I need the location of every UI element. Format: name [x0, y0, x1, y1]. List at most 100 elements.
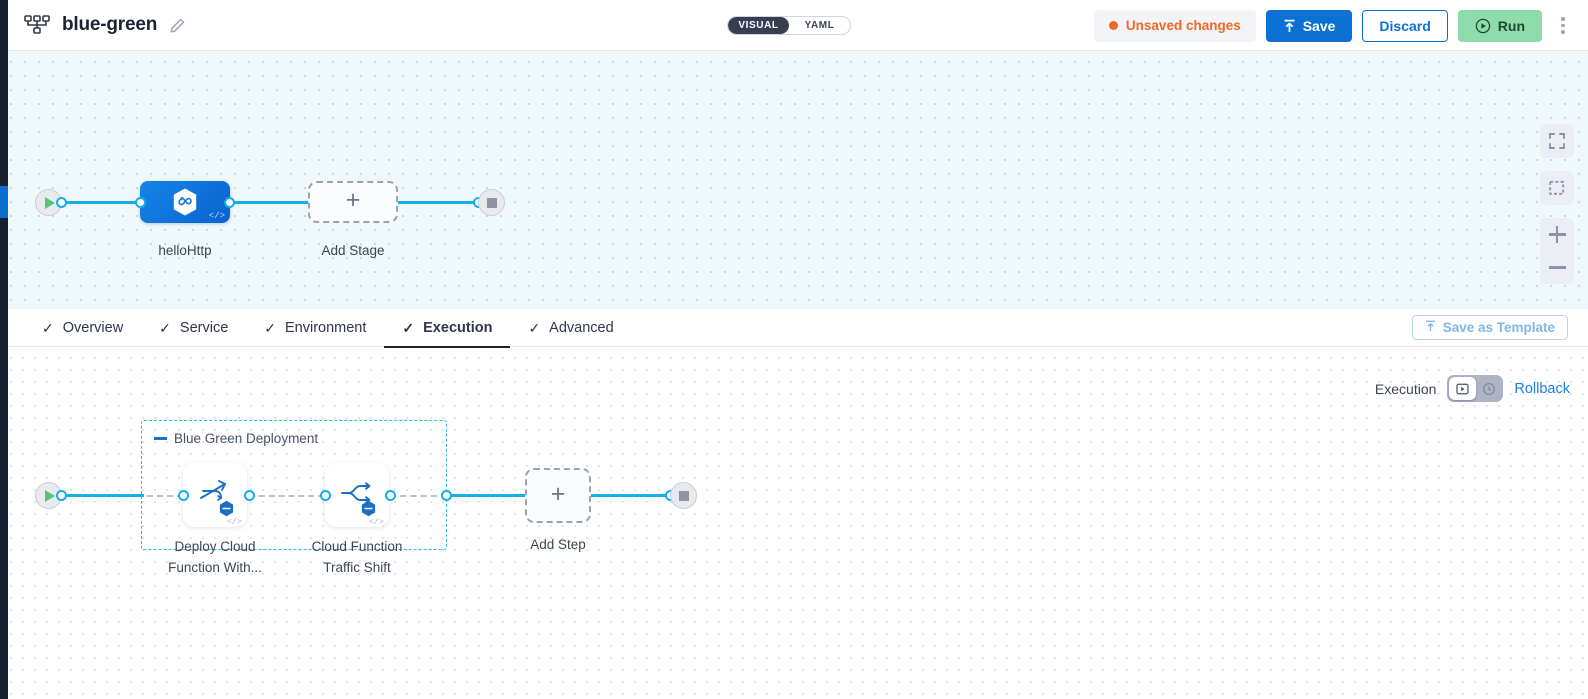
rollback-rotate-icon[interactable]	[1476, 377, 1501, 400]
hexagon-infinity-icon	[171, 187, 199, 217]
rollback-link[interactable]: Rollback	[1514, 380, 1570, 397]
execution-mode-controls: Execution Rollback	[1375, 375, 1570, 402]
stage-edge-add-to-end	[390, 201, 486, 204]
step-1-label-line2: Function With...	[168, 559, 262, 575]
discard-button-label: Discard	[1379, 17, 1431, 34]
pipeline-nodes-icon	[24, 14, 50, 36]
check-icon: ✓	[159, 319, 171, 336]
step-2-label-line2: Traffic Shift	[323, 559, 391, 575]
stop-square-icon	[678, 490, 689, 501]
step-1-label-line1: Deploy Cloud	[174, 539, 256, 554]
zoom-out-icon	[1548, 266, 1566, 269]
step-node-deploy-cloud-function[interactable]: </>	[183, 463, 247, 527]
hex-minus-badge	[218, 500, 235, 517]
unsaved-changes-label: Unsaved changes	[1125, 18, 1241, 33]
upload-template-icon	[1425, 320, 1436, 335]
step-node-cloud-function-traffic-shift[interactable]: </>	[325, 463, 389, 527]
tab-overview[interactable]: ✓ Overview	[24, 310, 141, 348]
header-left-group: blue-green	[0, 14, 186, 36]
fit-to-screen-icon	[1549, 133, 1565, 149]
step-group-blue-green-deployment[interactable]: Blue Green Deployment	[141, 420, 447, 550]
exec-edge-dashed-3	[390, 495, 447, 497]
add-stage-button[interactable]: +	[308, 181, 398, 223]
stage-code-badge: </>	[208, 211, 225, 221]
kebab-dot	[1561, 17, 1565, 21]
run-play-icon	[1475, 18, 1491, 34]
step-code-badge: </>	[226, 516, 242, 527]
traffic-shift-icon	[339, 478, 375, 513]
stop-square-icon	[486, 197, 497, 208]
save-upload-icon	[1283, 19, 1296, 33]
zoom-out-button[interactable]	[1540, 251, 1574, 284]
plus-icon: +	[345, 186, 361, 214]
run-button-label: Run	[1497, 17, 1525, 34]
step-group-output-port[interactable]	[441, 490, 452, 501]
unsaved-changes-badge: Unsaved changes	[1093, 9, 1256, 42]
exec-edge-dashed-1	[147, 495, 183, 497]
fit-to-screen-button[interactable]	[1540, 124, 1574, 158]
step-2-input-port[interactable]	[320, 490, 331, 501]
pencil-edit-icon[interactable]	[169, 17, 186, 34]
exec-end-node[interactable]	[670, 482, 697, 509]
deploy-function-icon	[197, 477, 233, 514]
stage-node-label: helloHttp	[158, 243, 212, 258]
hex-minus-badge	[360, 500, 377, 517]
stage-start-port[interactable]	[56, 197, 67, 208]
stage-canvas[interactable]: </> helloHttp + Add Stage	[0, 51, 1588, 309]
mode-toggle[interactable]: VISUAL YAML	[727, 16, 851, 35]
left-nav-rail-active-indicator	[0, 186, 8, 218]
step-group-label: Blue Green Deployment	[174, 431, 319, 446]
exec-edge-dashed-2	[249, 495, 324, 497]
app-header: blue-green VISUAL YAML Unsaved changes	[0, 0, 1588, 51]
step-1-label: Deploy Cloud Function With...	[145, 537, 285, 579]
kebab-dot	[1561, 30, 1565, 34]
stage-node-output-port[interactable]	[224, 197, 235, 208]
add-step-button[interactable]: +	[525, 468, 591, 523]
execution-canvas[interactable]: Blue Green Deployment </>	[0, 347, 1588, 699]
start-play-icon	[45, 196, 55, 209]
execution-rollback-toggle[interactable]	[1447, 375, 1504, 402]
tab-execution-label: Execution	[423, 319, 493, 336]
save-as-template-label: Save as Template	[1442, 320, 1555, 335]
step-group-header: Blue Green Deployment	[154, 431, 318, 446]
marquee-select-button[interactable]	[1540, 171, 1574, 205]
marquee-select-icon	[1549, 180, 1565, 195]
header-actions: Unsaved changes Save Discard	[1093, 0, 1574, 51]
run-button[interactable]: Run	[1457, 9, 1542, 42]
step-2-output-port[interactable]	[385, 490, 396, 501]
step-1-input-port[interactable]	[178, 490, 189, 501]
tab-service[interactable]: ✓ Service	[141, 310, 246, 348]
discard-button[interactable]: Discard	[1362, 9, 1448, 42]
add-step-label: Add Step	[530, 537, 586, 552]
tab-advanced[interactable]: ✓ Advanced	[510, 310, 631, 348]
execution-mode-label: Execution	[1374, 380, 1437, 397]
config-tabs: ✓ Overview ✓ Service ✓ Environment ✓ Exe…	[0, 309, 1588, 348]
save-as-template-button[interactable]: Save as Template	[1411, 315, 1568, 340]
mode-toggle-yaml[interactable]: YAML	[804, 20, 835, 31]
step-2-label-line1: Cloud Function	[311, 539, 403, 554]
tab-advanced-label: Advanced	[549, 319, 614, 336]
exec-edge-addstep-to-end	[590, 494, 676, 497]
mode-toggle-visual[interactable]: VISUAL	[728, 17, 789, 34]
check-icon: ✓	[402, 319, 415, 336]
stage-end-node[interactable]	[478, 189, 505, 216]
check-icon: ✓	[264, 319, 276, 336]
plus-icon: +	[550, 479, 566, 508]
check-icon: ✓	[528, 319, 541, 336]
stage-edge-start-to-hellohttp	[52, 201, 144, 204]
stage-node-hellohttp[interactable]: </>	[140, 181, 230, 223]
exec-start-port[interactable]	[56, 490, 67, 501]
zoom-controls[interactable]	[1540, 218, 1574, 284]
zoom-in-button[interactable]	[1540, 218, 1574, 251]
tab-environment[interactable]: ✓ Environment	[246, 310, 384, 348]
save-button-label: Save	[1302, 17, 1336, 34]
tab-environment-label: Environment	[285, 319, 367, 336]
kebab-menu-icon[interactable]	[1552, 10, 1574, 42]
step-1-output-port[interactable]	[244, 490, 255, 501]
save-button[interactable]: Save	[1265, 9, 1353, 42]
execution-play-icon[interactable]	[1449, 377, 1477, 400]
tab-execution[interactable]: ✓ Execution	[384, 310, 511, 348]
exec-edge-start-to-group	[52, 494, 144, 497]
stage-node-input-port[interactable]	[135, 197, 146, 208]
